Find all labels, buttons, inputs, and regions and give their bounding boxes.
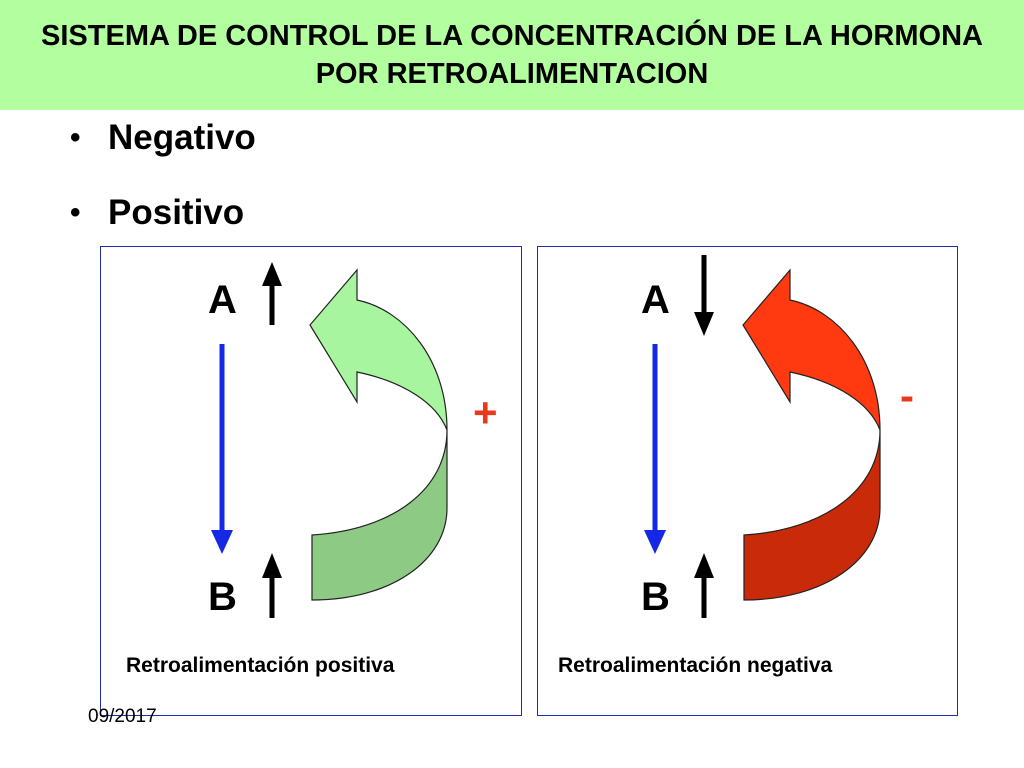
- hormone-b-label: B: [208, 575, 237, 619]
- hormone-b-label: B: [641, 575, 670, 619]
- a-increase-arrow-icon: [262, 262, 282, 325]
- hormone-a-label: A: [208, 278, 237, 322]
- positive-curved-arrow-icon: [309, 268, 448, 601]
- bullet-item-negativo: Negativo: [70, 118, 256, 158]
- footer-date: 09/2017: [88, 706, 157, 727]
- a-to-b-flow-arrow-icon: [644, 344, 666, 554]
- bullet-list: Negativo Positivo: [70, 118, 256, 268]
- negative-caption: Retroalimentación negativa: [558, 654, 833, 677]
- a-to-b-flow-arrow-icon: [211, 344, 233, 554]
- slide-title: SISTEMA DE CONTROL DE LA CONCENTRACIÓN D…: [41, 20, 983, 90]
- b-increase-arrow-icon: [694, 553, 714, 618]
- negative-curved-arrow-icon: [742, 268, 881, 601]
- a-decrease-arrow-icon: [694, 255, 714, 336]
- positive-caption: Retroalimentación positiva: [126, 654, 395, 677]
- hormone-a-label: A: [641, 278, 670, 322]
- b-increase-arrow-icon: [262, 553, 282, 618]
- negative-sign: -: [900, 372, 914, 419]
- positive-sign: +: [473, 389, 498, 436]
- title-bar: SISTEMA DE CONTROL DE LA CONCENTRACIÓN D…: [0, 0, 1024, 110]
- bullet-item-positivo: Positivo: [70, 193, 256, 233]
